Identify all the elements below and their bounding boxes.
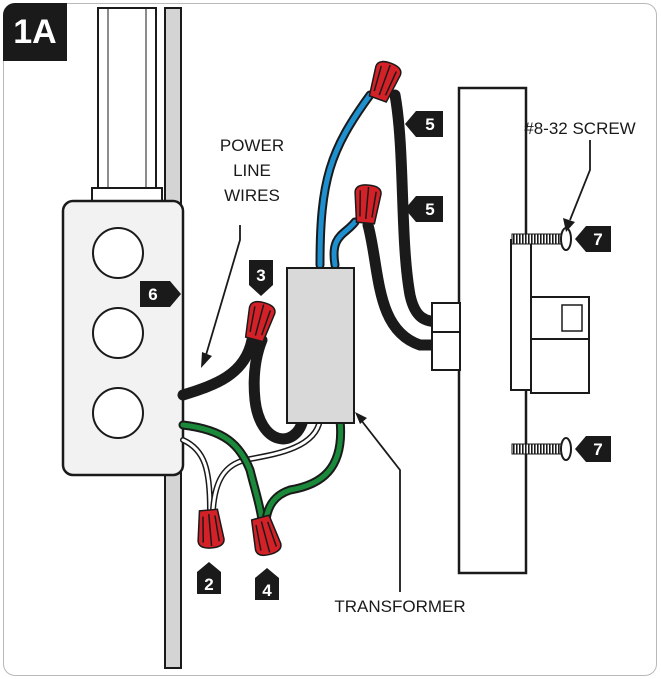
callout-7-top: 7 [575, 226, 611, 252]
callout-7-bottom: 7 [575, 436, 611, 462]
figure-frame [3, 3, 657, 676]
labels: POWER LINE WIRES #8-32 SCREW TRANSFORMER [220, 119, 636, 616]
callout-5-mid: 5 [405, 196, 443, 222]
terminal [431, 331, 461, 371]
wire-nuts [197, 60, 402, 557]
junction-box [61, 199, 185, 477]
knockout [92, 387, 144, 439]
label-wires: WIRES [224, 186, 280, 205]
knockout [92, 307, 144, 359]
svg-text:7: 7 [593, 230, 602, 249]
label-power: POWER [220, 136, 284, 155]
callout-3: 3 [249, 260, 273, 296]
callout-5-top: 5 [405, 111, 443, 137]
lock-body [510, 239, 532, 391]
callout-6: 6 [140, 281, 181, 307]
wire-nut-4 [250, 514, 282, 557]
callout-4: 4 [255, 568, 279, 600]
svg-text:3: 3 [256, 266, 265, 285]
label-line: LINE [233, 161, 271, 180]
svg-text:4: 4 [262, 581, 272, 600]
lock-plunger [530, 338, 590, 394]
screw-top [511, 227, 572, 251]
label-screw: #8-32 SCREW [524, 119, 635, 138]
label-transformer: TRANSFORMER [334, 597, 465, 616]
svg-text:7: 7 [593, 440, 602, 459]
mounting-plate [431, 86, 590, 575]
transformer [286, 267, 355, 424]
arrowheads [201, 218, 575, 424]
wire-nut-5-mid [354, 184, 382, 225]
callout-2: 2 [197, 562, 221, 594]
svg-text:5: 5 [425, 200, 434, 219]
leader-lines [205, 140, 591, 592]
wire-nut-2 [197, 508, 225, 549]
black-wires [177, 89, 446, 445]
svg-text:2: 2 [204, 575, 213, 594]
figure-number-badge: 1A [3, 3, 67, 61]
green-wires [178, 415, 346, 525]
terminal [431, 302, 461, 336]
screw-bottom [511, 437, 572, 461]
knockout [92, 227, 144, 279]
conduit [91, 7, 163, 205]
wire-nut-5-top [368, 60, 402, 103]
blue-wires [315, 90, 375, 270]
svg-text:6: 6 [148, 285, 157, 304]
svg-text:5: 5 [425, 115, 434, 134]
wire-nut-3 [244, 300, 276, 343]
callout-tags: 6 3 5 5 7 7 2 4 [140, 111, 611, 600]
